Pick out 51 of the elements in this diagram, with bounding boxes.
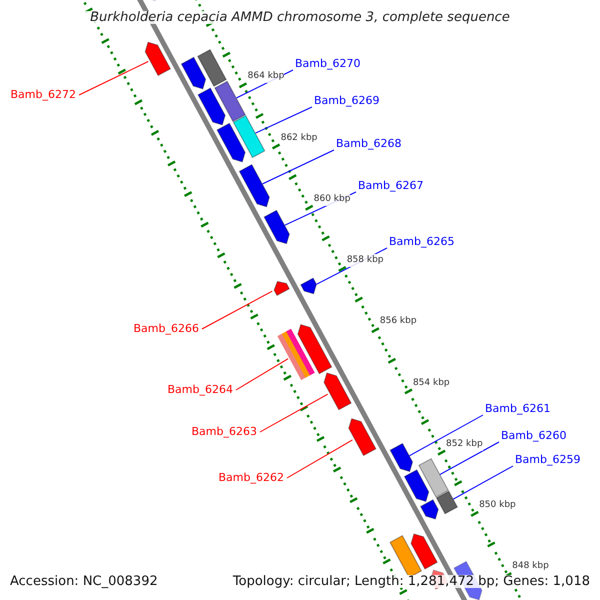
gene-label: Bamb_6272 <box>10 88 76 101</box>
scale-label: 862 kbp <box>280 132 318 145</box>
gene-feature <box>324 372 352 410</box>
gene-feature <box>420 499 439 520</box>
leader-line <box>408 414 484 456</box>
genome-info-text: Topology: circular; Length: 1,281,472 bp; Genes: 1,018 <box>232 575 590 588</box>
scale-label: 864 kbp <box>248 70 284 84</box>
gene-label: Bamb_6270 <box>295 57 360 70</box>
gene-feature <box>144 42 172 76</box>
gene-feature <box>410 533 438 570</box>
gene-feature <box>297 324 332 374</box>
gene-feature <box>238 164 270 208</box>
leader-line <box>202 290 273 330</box>
leader-line <box>255 106 312 134</box>
leader-line <box>78 61 149 96</box>
gene-feature <box>418 458 450 498</box>
scale-label: 852 kbp <box>446 438 483 451</box>
leader-line <box>286 439 353 478</box>
gene-label: Bamb_6266 <box>134 322 199 335</box>
leader-line <box>236 358 289 390</box>
gene-feature <box>180 56 206 90</box>
leader-line <box>452 466 514 500</box>
gene-label: Bamb_6259 <box>515 453 580 466</box>
gene-label: Bamb_6262 <box>218 471 284 484</box>
leader-line <box>262 150 334 184</box>
gene-feature <box>264 210 290 244</box>
scale-label: 860 kbp <box>314 192 350 206</box>
gene-feature <box>348 418 377 456</box>
gene-feature <box>232 114 266 158</box>
gene-label: Bamb_6265 <box>389 235 454 248</box>
gene-feature <box>404 469 430 502</box>
gene-feature <box>197 48 227 87</box>
gene-feature <box>277 328 315 380</box>
gene-label: Bamb_6261 <box>485 402 550 415</box>
gene-feature <box>197 87 226 126</box>
gene-feature <box>436 490 458 514</box>
gene-feature <box>390 442 414 472</box>
leader-line <box>260 394 328 432</box>
accession-text: Accession: NC_008392 <box>10 575 158 588</box>
gene-feature <box>214 80 246 122</box>
gene-label: Bamb_6268 <box>336 137 402 150</box>
gene-feature <box>300 277 317 294</box>
gene-feature <box>216 122 246 162</box>
gene-label: Bamb_6263 <box>192 425 257 438</box>
gene-label: Bamb_6267 <box>358 179 424 192</box>
gene-feature <box>274 280 290 296</box>
gene-label: Bamb_6269 <box>314 94 380 107</box>
scale-label: 858 kbp <box>346 254 384 268</box>
gene-label: Bamb_6260 <box>501 429 566 442</box>
scale-label: 854 kbp <box>412 376 450 390</box>
gene-label: Bamb_6264 <box>168 383 233 396</box>
